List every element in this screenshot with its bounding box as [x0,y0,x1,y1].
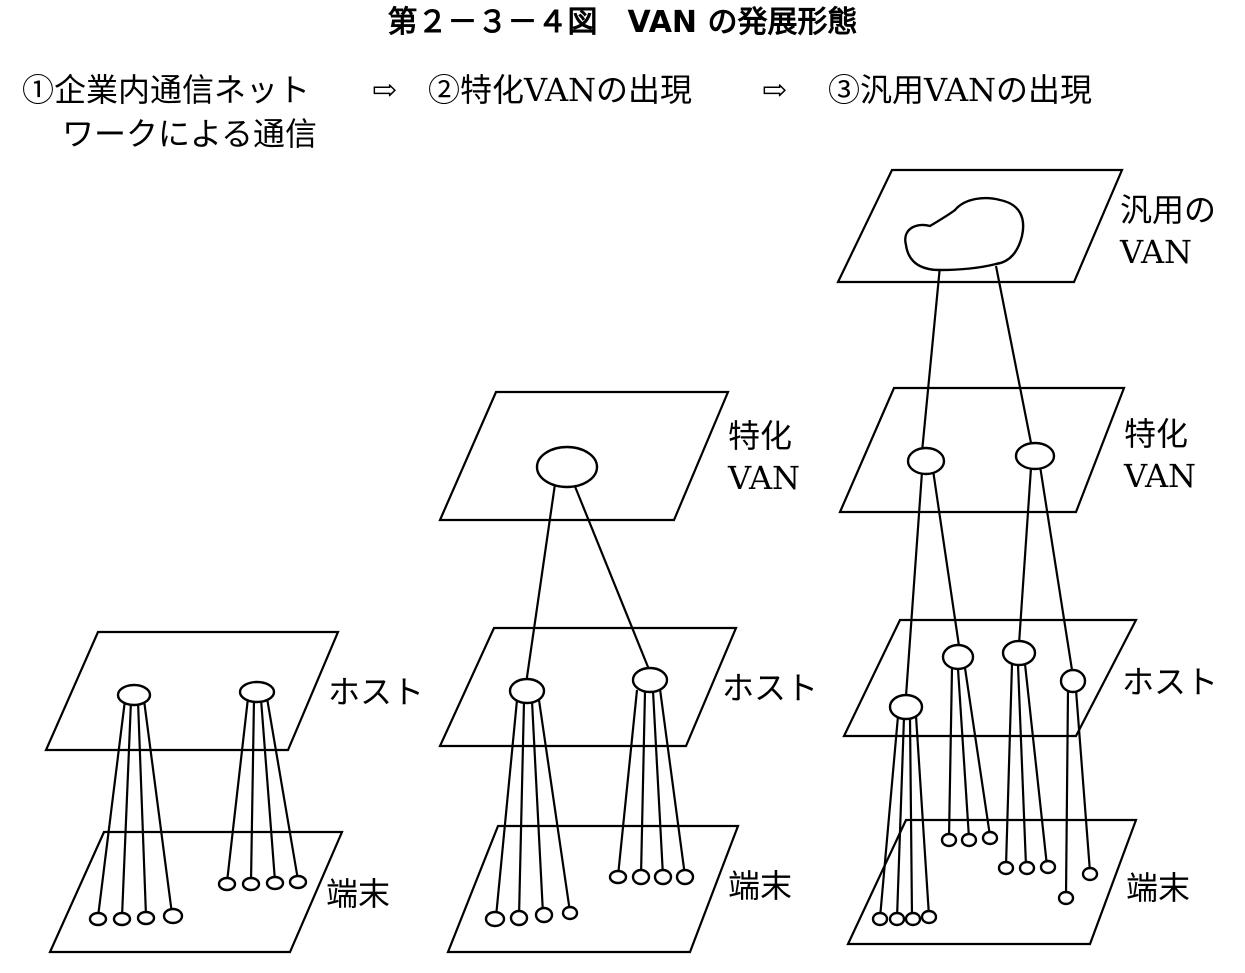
specialized-van-diagram [438,390,740,954]
general-van-plane [836,168,1124,284]
terminal-node [265,875,285,891]
terminal-plane [48,830,344,954]
specialized-van-node [906,446,946,476]
outline-arrow-icon: ⇨ [372,73,398,108]
terminal-node [241,876,261,892]
terminal-plane [446,824,740,954]
terminal-plane [846,818,1138,946]
terminal-node [88,911,108,927]
terminal-node [136,910,156,926]
host-node [238,680,276,704]
terminal-node [484,910,506,928]
terminal-node [1018,860,1036,876]
host-label: ホスト [1122,663,1219,701]
host-plane [842,618,1138,738]
terminal-node [888,911,906,927]
terminal-node [1081,866,1099,882]
specialized-van-label-line2: VAN [1124,457,1197,495]
host-node [1001,639,1037,667]
specialized-van-node [535,445,599,489]
terminal-node [534,906,554,924]
terminal-node [112,911,132,927]
terminal-node [217,876,237,892]
host-plane [438,626,738,748]
specialized-host-links [904,465,1074,697]
host-label: ホスト [722,669,819,707]
host-node [1059,668,1087,694]
terminal-node [561,905,579,921]
step3-label: ③汎用VANの出現 [828,71,1093,109]
specialized-van-label-line1: 特化 [1124,415,1189,453]
terminal-node [1057,890,1075,906]
terminal-node [871,911,889,927]
host-node [116,683,152,707]
specialized-van-node [1014,441,1056,471]
terminal-node [509,909,529,927]
terminal-node [653,868,673,886]
terminal-node [162,907,184,925]
outline-arrow-icon: ⇨ [762,73,788,108]
host-node [631,666,669,694]
terminal-node [1039,859,1057,875]
host-plane [44,630,340,752]
terminal-label: 端末 [326,875,391,913]
terminal-node [997,860,1015,876]
specialized-van-plane [438,390,730,522]
terminal-node [960,832,978,848]
terminal-node [608,869,628,885]
enterprise-network-diagram [44,630,344,954]
terminal-node [904,911,922,927]
figure-title: 第２－３－４図 VAN の発展形態 [387,5,858,40]
terminal-node [288,874,308,890]
terminal-node [981,830,999,846]
specialized-van-plane [838,386,1126,514]
specialized-van-label-line1: 特化 [728,417,793,455]
host-node [941,643,975,671]
terminal-label: 端末 [728,867,793,905]
terminal-node [631,868,651,886]
host-terminal-links [96,697,300,918]
terminal-node [920,909,938,925]
general-van-label-line2: VAN [1120,233,1193,271]
step1-label-line1: ①企業内通信ネット [22,71,311,109]
host-node [888,693,924,721]
general-van-cloud [904,196,1025,272]
terminal-node [940,832,958,848]
step1-label-line2: ワークによる通信 [62,115,318,153]
step2-label: ②特化VANの出現 [428,71,693,109]
terminal-node [675,868,695,886]
host-terminal-links [494,688,687,918]
terminal-label: 端末 [1126,869,1191,907]
van-host-links [524,483,652,685]
specialized-van-label-line2: VAN [728,459,801,497]
host-label: ホスト [328,673,425,711]
general-van-label-line1: 汎用の [1120,191,1217,229]
general-van-diagram [836,168,1138,946]
host-node [508,677,546,705]
general-specialized-links [920,265,1034,453]
host-terminal-links [878,663,1092,919]
